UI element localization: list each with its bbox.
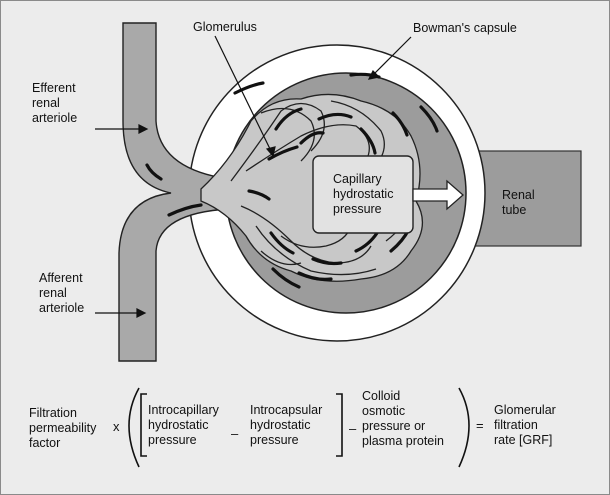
bowmans-capsule-label: Bowman's capsule [413, 21, 517, 35]
pointer-lines [95, 35, 412, 318]
filtration-factor-label: Filtration permeability factor [29, 406, 97, 450]
afferent-arteriole-label: Afferent renal arteriole [39, 271, 85, 315]
times-symbol: x [113, 419, 120, 434]
renal-tube-label: Renal tube [502, 188, 535, 217]
gfr-label: Glomerular filtration rate [GRF] [494, 403, 556, 447]
minus-symbol-2: – [349, 421, 357, 436]
renal-arterioles [118, 22, 272, 362]
equals-symbol: = [476, 418, 484, 433]
colloid-osmotic-label: Colloid osmotic pressure or plasma prote… [362, 389, 444, 448]
equation-brackets [128, 387, 470, 468]
capillary-pressure-label: Capillary hydrostatic pressure [333, 172, 394, 216]
minus-symbol-1: – [231, 426, 239, 441]
intracapsular-pressure-label: Introcapsular hydrostatic pressure [250, 403, 323, 447]
efferent-arteriole-label: Efferent renal arteriole [32, 81, 78, 125]
intracapillary-pressure-label: Introcapillary hydrostatic pressure [148, 403, 219, 447]
pressure-arrow [412, 179, 464, 211]
capillary-walls [145, 72, 439, 289]
glomerulus-label: Glomerulus [193, 20, 257, 34]
